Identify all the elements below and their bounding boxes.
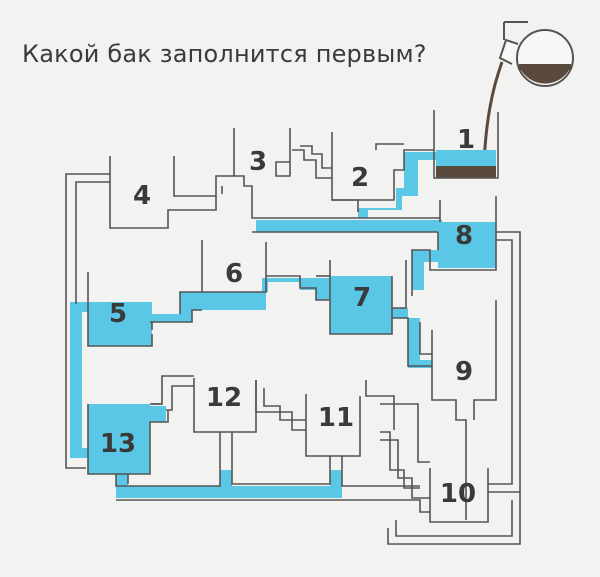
tank-label-7: 7 <box>353 283 371 313</box>
tank-label-9: 9 <box>455 357 473 387</box>
water-fills <box>70 150 496 498</box>
tank-labels: 1 2 3 4 5 6 7 8 9 10 11 12 13 <box>100 125 476 509</box>
tank-label-10: 10 <box>440 479 476 509</box>
tank-label-3: 3 <box>249 147 267 177</box>
tank-label-1: 1 <box>457 125 475 155</box>
tank-label-6: 6 <box>225 259 243 289</box>
tank-1-dark-liquid <box>436 166 496 178</box>
tank-label-11: 11 <box>318 403 354 433</box>
tank-label-8: 8 <box>455 221 473 251</box>
question-title: Какой бак заполнится первым? <box>22 40 427 68</box>
glass-flask-icon <box>498 21 574 87</box>
pipe-walls <box>65 110 521 545</box>
tank-label-4: 4 <box>133 181 151 211</box>
tank-label-13: 13 <box>100 429 136 459</box>
pouring-stream <box>482 61 504 165</box>
tank-label-5: 5 <box>109 299 127 329</box>
tank-label-2: 2 <box>351 163 369 193</box>
tank-label-12: 12 <box>206 383 242 413</box>
